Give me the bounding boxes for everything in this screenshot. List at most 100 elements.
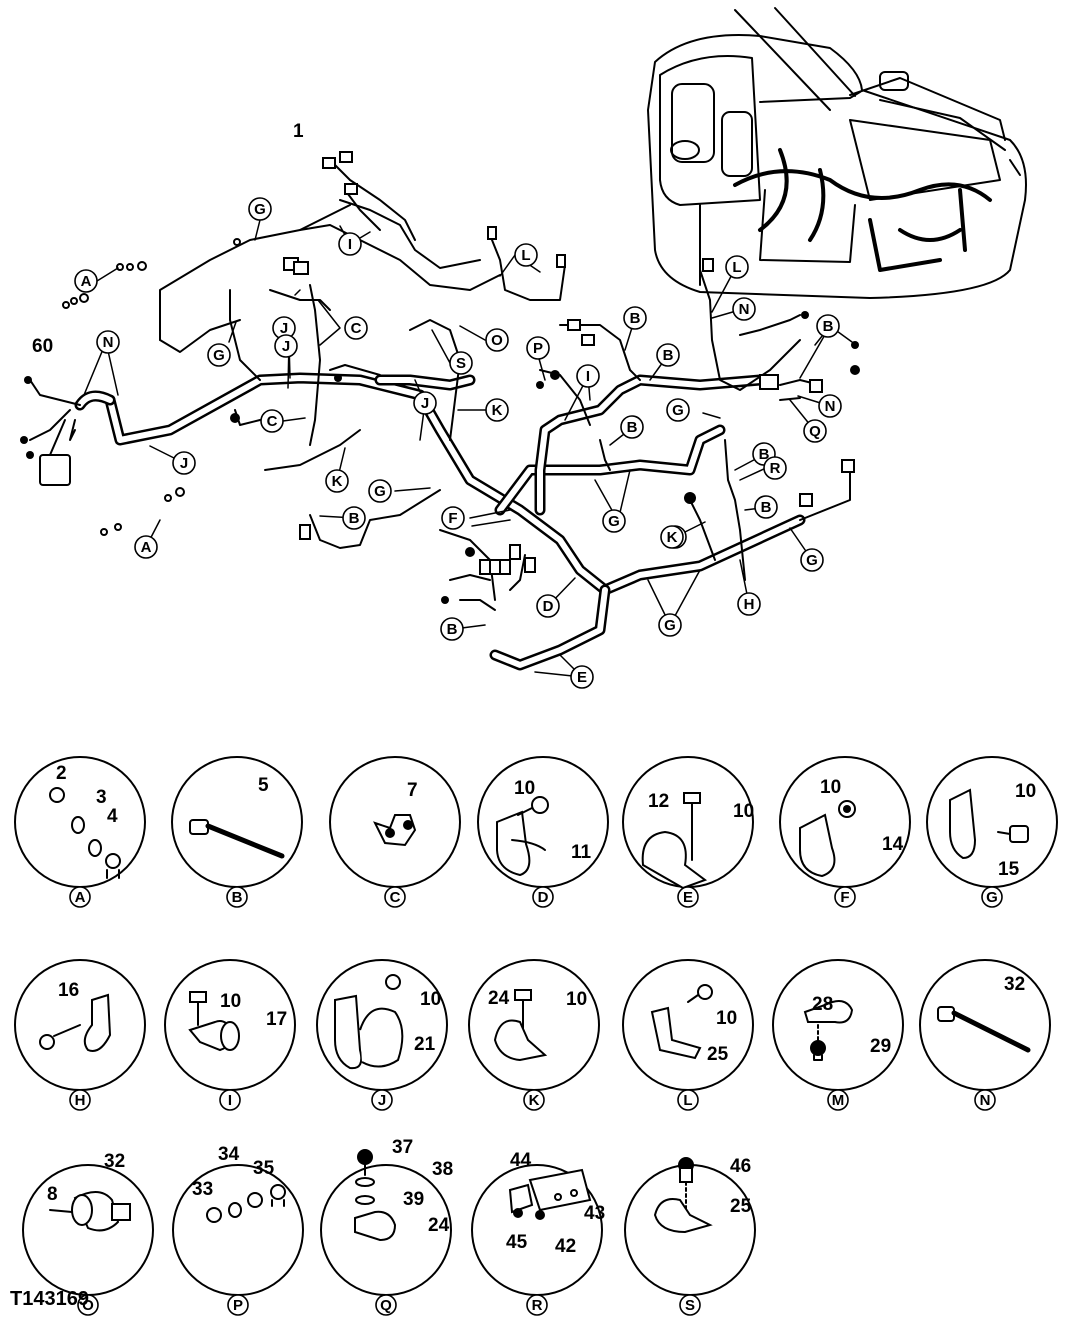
detail-N [919,959,1051,1091]
overview-callout-ring [440,617,464,641]
overview-callout-ring [602,509,626,533]
overview-callout-ring [570,665,594,689]
detail-part-label: 34 [218,1144,240,1165]
detail-I [164,959,296,1091]
overview-callout: G [664,617,676,634]
detail-part-label: 43 [584,1203,605,1224]
overview-callout: J [280,320,288,337]
overview-callout: R [770,460,781,477]
overview-callout-ring [260,409,284,433]
detail-letter-ring [69,1089,91,1111]
detail-letter-ring [523,1089,545,1111]
overview-part-label: 1 [293,121,304,142]
detail-letter: O [82,1297,94,1314]
detail-part-label: 16 [58,980,79,1001]
overview-callout: I [586,368,590,385]
overview-callout-ring [485,328,509,352]
overview-callout: O [491,332,503,349]
overview-callout-ring [338,232,362,256]
overview-callout: B [627,419,638,436]
detail-part-label: 2 [56,763,67,784]
overview-callout: B [759,446,770,463]
detail-part-label: 3 [96,787,107,808]
detail-part-label: 4 [107,806,118,827]
detail-letter: I [228,1092,232,1109]
overview-callout-ring [576,364,600,388]
detail-letter-ring [227,1294,249,1316]
overview-callout-ring [514,243,538,267]
overview-callout: K [492,402,503,419]
detail-letter: F [840,889,849,906]
detail-letter-ring [375,1294,397,1316]
detail-part-label: 25 [707,1044,729,1065]
detail-G [926,756,1058,888]
detail-part-label: 32 [104,1151,125,1172]
overview-callout: N [825,398,836,415]
overview-callout-ring [660,525,684,549]
detail-part-label: 21 [414,1034,436,1055]
detail-part-label: 32 [1004,974,1025,995]
overview-callout-ring [172,451,196,475]
overview-callout: N [739,301,750,318]
detail-part-label: 10 [566,989,587,1010]
overview-callout-ring [754,495,778,519]
detail-part-label: 38 [432,1159,453,1180]
detail-A [14,756,146,888]
detail-S [624,1157,756,1296]
overview-callout-ring [536,594,560,618]
detail-letter-ring [679,1294,701,1316]
detail-part-label: 28 [812,994,833,1015]
detail-letter-ring [69,886,91,908]
overview-callout-ring [526,336,550,360]
overview-callout: P [533,340,543,357]
detail-letter: P [233,1297,243,1314]
detail-part-label: 10 [820,777,841,798]
overview-callout-ring [325,469,349,493]
leader-lines [83,219,853,678]
labels-layer: 160AGILCNJGCOSPBLNBBIKJJKGNQBRFBGKBGGDBE… [32,121,1036,1316]
overview-callout-ring [485,398,509,422]
overview-callout: K [667,529,678,546]
detail-letter-ring [384,886,406,908]
overview-callout-ring [666,398,690,422]
overview-callout-ring [207,343,231,367]
overview-callout-ring [658,613,682,637]
detail-part-label: 37 [392,1137,413,1158]
detail-letter: K [529,1092,540,1109]
detail-F [779,756,911,888]
overview-callout-ring [656,343,680,367]
figure-reference: T143169 [10,1288,89,1310]
detail-part-label: 39 [403,1189,424,1210]
overview-callout: G [213,347,225,364]
overview-callout: J [282,338,290,355]
overview-callout: Q [809,423,821,440]
overview-callout-ring [623,306,647,330]
detail-part-label: 10 [716,1008,737,1029]
overview-callout: E [577,669,587,686]
detail-part-label: 10 [220,991,241,1012]
overview-callout-ring [344,316,368,340]
overview-callout: G [608,513,620,530]
wiring-harness [20,151,860,671]
overview-callout-ring [816,314,840,338]
detail-part-label: 10 [420,989,441,1010]
overview-callout: N [103,334,114,351]
overview-callout-ring [441,506,465,530]
overview-callout: I [348,236,352,253]
detail-part-label: 10 [514,778,535,799]
overview-callout: L [732,259,741,276]
detail-letter: A [75,889,86,906]
overview-callout: G [374,483,386,500]
overview-callout: G [806,552,818,569]
detail-part-label: 35 [253,1158,275,1179]
excavator-outline [647,7,1027,299]
detail-part-label: 8 [47,1184,58,1205]
detail-letter: C [390,889,401,906]
detail-part-label: 7 [407,780,418,801]
overview-callout: A [81,273,92,290]
detail-letter-ring [526,1294,548,1316]
overview-callout-ring [274,334,298,358]
overview-callout: L [521,247,530,264]
detail-C [329,756,461,888]
